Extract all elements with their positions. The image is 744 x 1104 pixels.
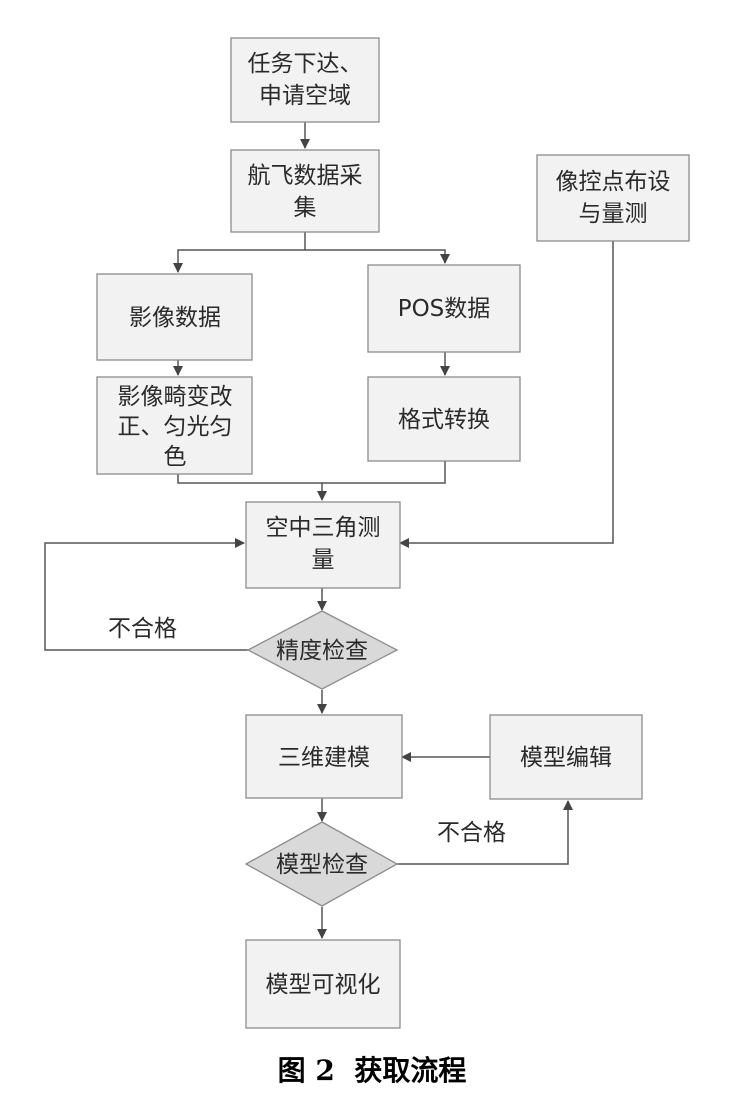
node-modelcheck-line: 模型检查 (276, 852, 368, 878)
node-flight-line: 航飞数据采 (248, 163, 363, 189)
node-modelcheck: 模型检查 (244, 821, 399, 907)
node-correct-line: 影像畸变改 (118, 384, 233, 410)
node-model3d: 三维建模 (245, 714, 403, 799)
figure-caption: 图 2 获取流程 (278, 1054, 467, 1087)
edge-label-fail-model: 不合格 (437, 820, 506, 846)
node-gcp-line: 像控点布设 (556, 169, 671, 195)
node-task-line: 任务下达、 (248, 51, 363, 77)
connectors (44, 122, 614, 939)
edge-label-fail-precision: 不合格 (108, 616, 177, 642)
arrow-precision-fail (44, 538, 248, 651)
node-convert-line: 格式转换 (398, 407, 490, 433)
node-edit-line: 模型编辑 (520, 745, 612, 771)
arrow-flight-to-pos (305, 249, 450, 264)
node-precision: 精度检查 (246, 610, 399, 690)
node-correct: 影像畸变改 正、匀光匀 色 (96, 376, 253, 475)
arrow-gcp-to-aerial (399, 241, 614, 548)
node-pos: POS数据 (367, 264, 521, 353)
node-aerial-line: 量 (312, 547, 335, 573)
node-flight: 航飞数据采 集 (230, 149, 380, 233)
node-flight-line: 集 (294, 195, 317, 221)
node-task-line: 申请空域 (259, 83, 351, 109)
node-edit: 模型编辑 (489, 714, 643, 800)
arrow-modelcheck-fail (397, 800, 573, 865)
node-task: 任务下达、 申请空域 (230, 37, 380, 123)
node-gcp-line: 与量测 (579, 201, 648, 227)
node-image: 影像数据 (96, 273, 253, 361)
node-visual: 模型可视化 (245, 939, 401, 1029)
node-visual-line: 模型可视化 (266, 972, 381, 998)
node-precision-line: 精度检查 (276, 638, 368, 664)
arrow-flight-to-image (173, 232, 306, 273)
node-gcp: 像控点布设 与量测 (536, 154, 690, 242)
node-aerial-line: 空中三角测 (266, 515, 381, 541)
merge-line (177, 461, 446, 484)
node-correct-line: 正、匀光匀 (118, 414, 233, 440)
node-convert: 格式转换 (367, 376, 521, 462)
node-model3d-line: 三维建模 (278, 745, 370, 771)
node-correct-line: 色 (164, 444, 187, 470)
node-aerial: 空中三角测 量 (245, 501, 401, 589)
node-pos-line: POS数据 (398, 296, 491, 322)
node-image-line: 影像数据 (129, 305, 221, 331)
